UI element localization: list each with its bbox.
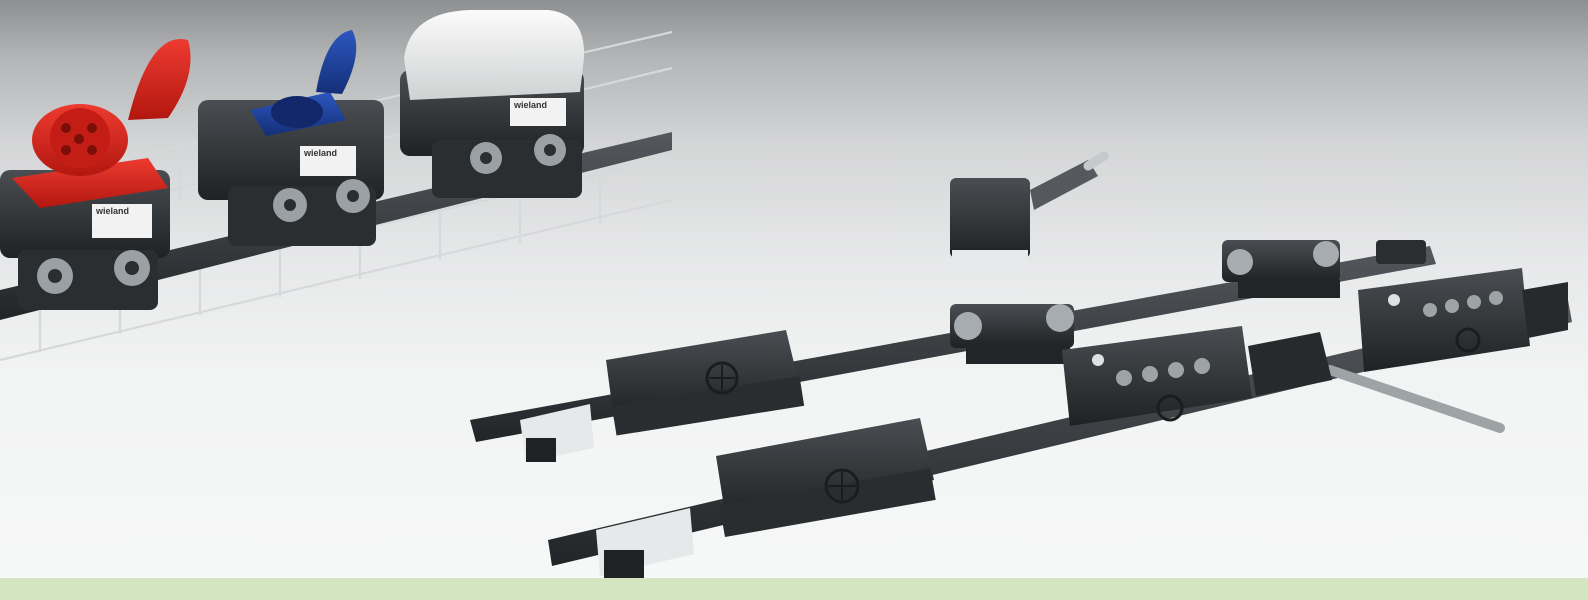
connector-base-1	[950, 304, 1074, 364]
io-module-front	[1062, 326, 1332, 426]
bottom-band	[0, 578, 1588, 600]
io-module-rear	[1358, 268, 1568, 372]
brand-label-2: wieland	[303, 148, 337, 158]
connector-hood	[950, 151, 1109, 272]
blue-socket-box: wieland	[198, 30, 384, 246]
white-cover-box: wieland	[400, 10, 585, 198]
cable-end-cap	[1376, 240, 1426, 264]
distribution-module-rear	[520, 330, 805, 462]
brand-label-1: wieland	[95, 206, 129, 216]
brand-label-3: wieland	[513, 100, 547, 110]
distribution-module-front	[596, 418, 936, 578]
round-cable	[1325, 365, 1505, 433]
red-socket-box: wieland	[0, 39, 191, 310]
connector-base-2	[1222, 240, 1340, 298]
